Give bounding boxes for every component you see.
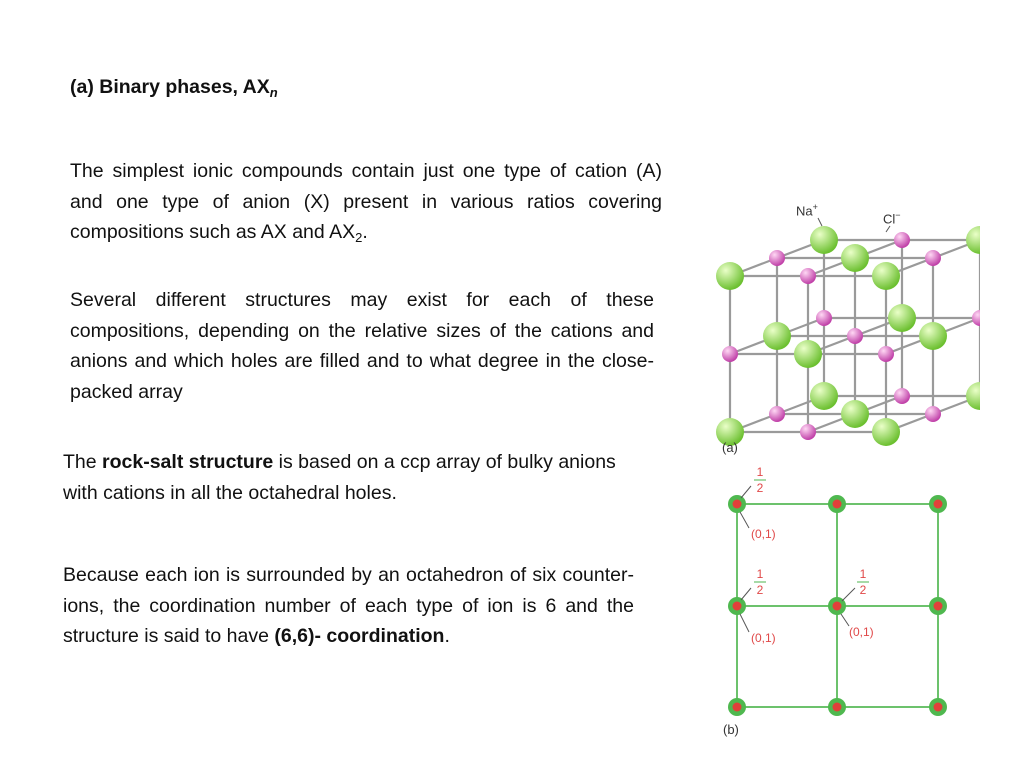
coord-mid-left: (0,1) [751,631,776,645]
na-charge: + [812,202,818,212]
na-ion [769,406,785,422]
cl-ion [888,304,916,332]
grid-ion-inner [933,702,943,712]
para1-end: . [362,221,368,243]
slide-heading: (a) Binary phases, AXn [70,76,278,99]
na-pointer [817,217,823,227]
na-text: Na [796,203,813,219]
cl-ion [872,418,900,446]
figure-a-label: (a) [722,440,738,455]
cl-ion [810,226,838,254]
coordination-term-part2: coordination [326,625,445,647]
figure-b-label: (b) [723,722,739,737]
frac-center-pointer [841,587,856,602]
cl-ion [716,262,744,290]
grid-ion-inner [732,499,742,509]
grid-ion-inner [832,601,842,611]
para4-post: . [444,625,450,647]
na-ion [925,250,941,266]
na-ion [894,232,910,248]
para2-text: Several different structures may exist f… [70,289,654,403]
frac-mid-left-pointer [740,587,752,601]
na-ion [972,310,988,326]
frac-center-numerator: 1 [860,567,867,581]
cl-pointer [885,225,891,233]
para3-post: is based on a ccp array of bulky anions … [63,451,616,504]
heading-text: (a) Binary phases, AX [70,76,270,98]
frac-mid-left-denominator: 2 [757,583,764,597]
cl-ion [794,340,822,368]
cl-ion [872,262,900,290]
projection-grid-diagram: 1 2 (0,1) 1 2 (0,1) 1 2 (0,1) [728,465,947,716]
grid-ion-inner [732,601,742,611]
frac-top-left-pointer [740,485,752,499]
cl-ion [841,244,869,272]
na-ion [769,250,785,266]
frac-top-left-denominator: 2 [757,481,764,495]
rock-salt-structure-term: rock-salt structure [102,451,274,473]
figure-projection-grid: 1 2 (0,1) 1 2 (0,1) 1 2 (0,1) (b) [715,464,975,744]
coord-top-left: (0,1) [751,527,776,541]
para3-pre: The [63,451,103,473]
paragraph-coordination: Because each ion is surrounded by an oct… [63,560,634,652]
paragraph-several-structures: Several different structures may exist f… [70,285,654,407]
cl-ion-label: Cl− [883,210,901,226]
na-ion [722,346,738,362]
cl-ion [810,382,838,410]
frac-top-left-numerator: 1 [757,465,764,479]
frac-mid-left-numerator: 1 [757,567,764,581]
coordination-term-part1: (6,6)- [274,625,321,647]
cl-ion [919,322,947,350]
frac-center-denominator: 2 [860,583,867,597]
coord-top-left-pointer [739,511,750,529]
paragraph-rock-salt: The rock-salt structure is based on a cc… [63,447,653,508]
na-ion [816,310,832,326]
para4-pre: Because each ion is surrounded by an oct… [63,564,634,647]
na-ion [847,328,863,344]
nacl-lattice-diagram [716,217,994,446]
na-ion [894,388,910,404]
grid-ion-inner [933,499,943,509]
grid-ion-inner [832,702,842,712]
heading-subscript: n [269,85,278,100]
para1-subscript: 2 [355,230,363,245]
grid-ion-inner [732,702,742,712]
cl-ion [763,322,791,350]
para1-text: The simplest ionic compounds contain jus… [70,160,662,243]
cl-ion [841,400,869,428]
na-ion [800,424,816,440]
na-ion-label: Na+ [796,202,818,218]
lattice-atoms [716,226,994,446]
na-ion [925,406,941,422]
coord-center: (0,1) [849,625,874,639]
cl-ion [716,418,744,446]
grid-ion-inner [933,601,943,611]
grid-ion-inner [832,499,842,509]
cl-charge: − [895,210,901,220]
cl-ion [966,226,994,254]
cl-ion [966,382,994,410]
coord-mid-left-pointer [739,613,750,633]
cl-text: Cl [883,211,896,227]
na-ion [800,268,816,284]
coord-center-pointer [840,613,850,627]
paragraph-simplest-compounds: The simplest ionic compounds contain jus… [70,156,662,248]
na-ion [878,346,894,362]
figure-nacl-lattice: Na+ Cl− (a) [700,196,994,458]
